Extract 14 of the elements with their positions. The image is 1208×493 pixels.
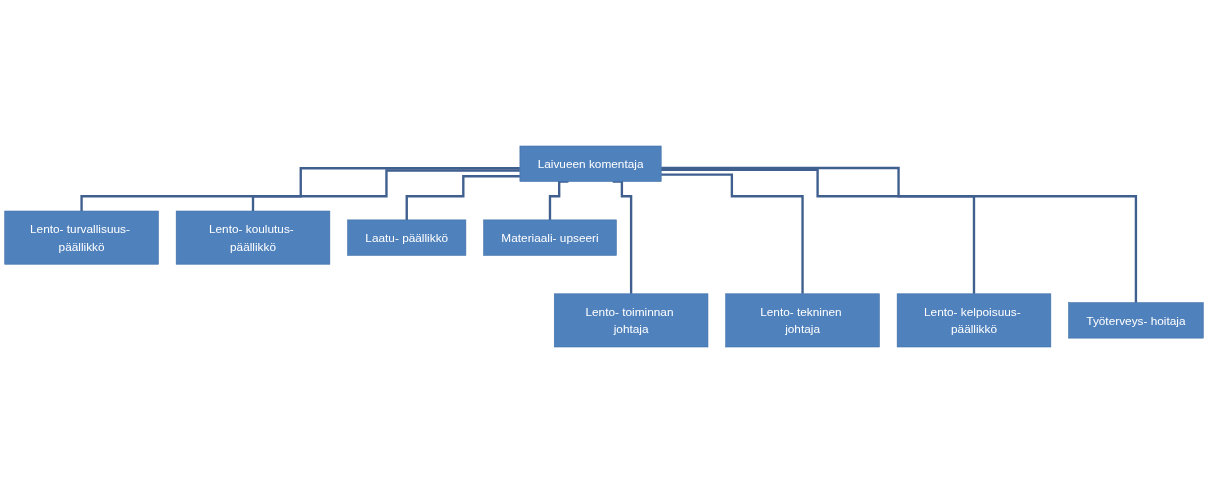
node-box: Lento- kelpoisuus- päällikkö (896, 293, 1052, 348)
connector (251, 169, 520, 213)
node-box: Lento- tekninen johtaja (725, 293, 880, 348)
node-box: Materiaali- upseeri (483, 219, 617, 256)
node-box: Lento- turvallisuus- päällikkö (4, 210, 159, 265)
node-box: Laivueen komentaja (519, 145, 662, 182)
connector (661, 173, 804, 295)
node-box: Laatu- päällikkö (347, 219, 467, 256)
node-box: Lento- koulutus- päällikkö (175, 210, 331, 265)
connector (661, 166, 1138, 304)
node-box: Lento- toiminnan johtaja (553, 293, 709, 348)
node-box: Työterveys- hoitaja (1068, 302, 1204, 339)
connector (80, 167, 520, 213)
connector (661, 168, 976, 295)
